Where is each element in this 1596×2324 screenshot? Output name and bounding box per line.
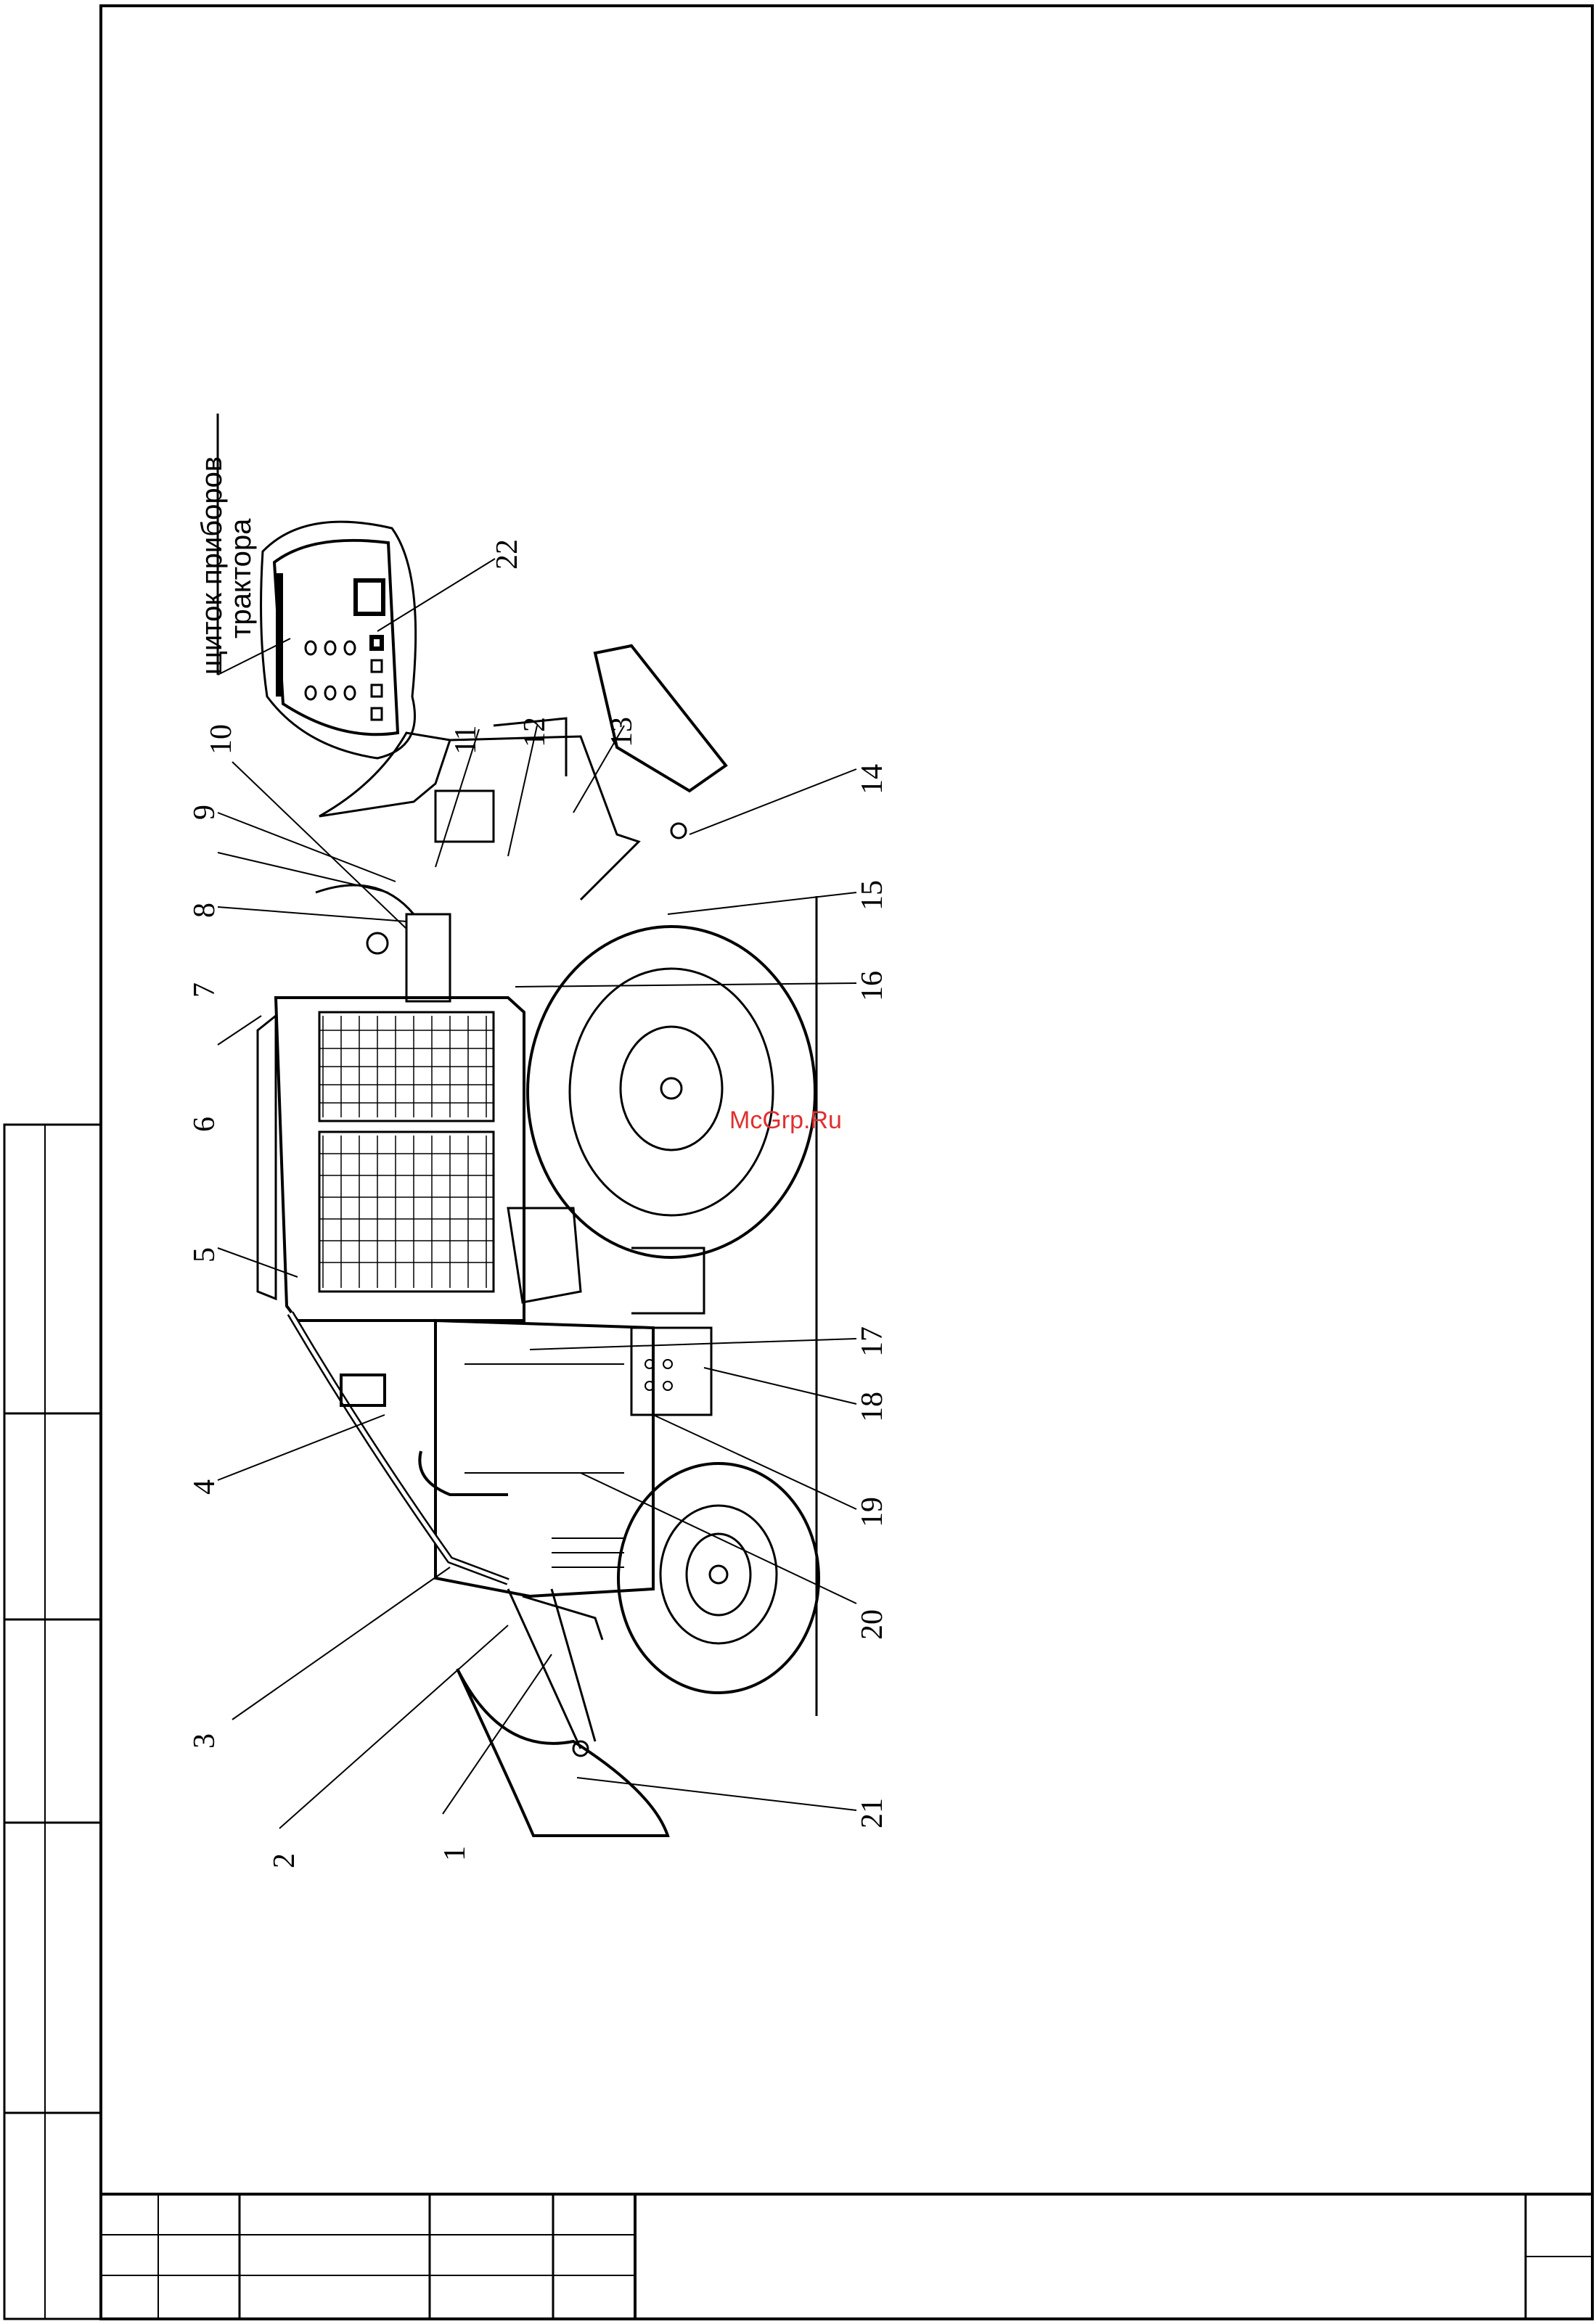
panel-caption: щиток приборов трактора	[196, 456, 257, 675]
caption-line-2: трактора	[225, 518, 257, 639]
callout-3: 3	[188, 1733, 221, 1749]
instrument-panel	[218, 414, 495, 758]
tractor-drawing	[258, 646, 819, 1836]
callout-13: 13	[605, 717, 639, 747]
callout-21: 21	[856, 1798, 889, 1828]
callout-19: 19	[856, 1497, 889, 1527]
callout-numbers: 1 2 3 4 5 6 7 8 9 10 11 12 13 14 15 16 1…	[188, 539, 889, 1868]
callout-2: 2	[268, 1853, 301, 1868]
callout-4: 4	[188, 1479, 221, 1495]
callout-22: 22	[491, 539, 524, 570]
callout-16: 16	[856, 971, 889, 1001]
callout-5: 5	[188, 1247, 221, 1262]
callout-10: 10	[205, 724, 238, 755]
callout-11: 11	[449, 726, 483, 755]
callout-1: 1	[438, 1846, 472, 1861]
callout-15: 15	[856, 880, 889, 911]
watermark: McGrp.Ru	[729, 1106, 842, 1134]
callout-9: 9	[188, 805, 221, 820]
caption-line-1: щиток приборов	[196, 456, 228, 675]
leader-lines	[218, 726, 856, 1828]
callout-18: 18	[856, 1392, 889, 1422]
callout-12: 12	[518, 717, 552, 747]
callout-7: 7	[188, 982, 221, 998]
callout-8: 8	[188, 903, 221, 918]
sheet-frame	[4, 6, 1592, 2319]
callout-14: 14	[856, 764, 889, 794]
callout-17: 17	[856, 1326, 889, 1357]
callout-20: 20	[856, 1609, 889, 1640]
callout-6: 6	[188, 1117, 221, 1132]
